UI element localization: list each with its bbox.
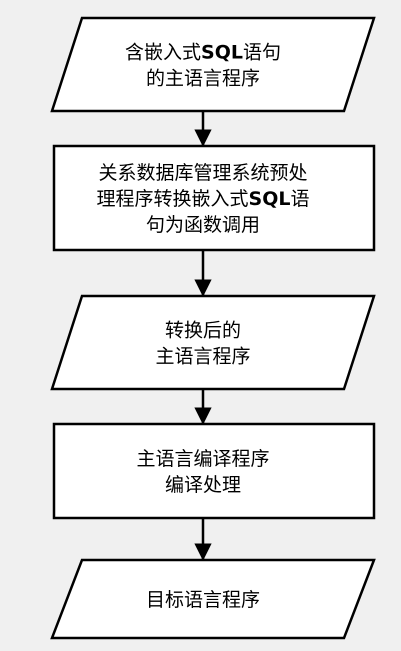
node-text-line: 关系数据库管理系统预处 xyxy=(98,162,307,184)
data-parallelogram xyxy=(50,16,376,113)
text-segment: 编译处理 xyxy=(165,474,241,496)
text-segment: 句为函数调用 xyxy=(146,214,260,236)
node-text-line: 目标语言程序 xyxy=(146,589,260,611)
node-text-line: 编译处理 xyxy=(165,474,241,496)
node-text-line: 主语言程序 xyxy=(155,346,250,368)
node-text-line: 主语言编译程序 xyxy=(136,448,269,470)
text-segment: 语 xyxy=(290,188,309,210)
text-segment: 目标语言程序 xyxy=(146,589,260,611)
node-text-line: 转换后的 xyxy=(165,320,241,342)
text-segment: 转换后的 xyxy=(165,320,241,342)
process-rectangle xyxy=(52,422,376,520)
text-segment: 主语言程序 xyxy=(155,346,250,368)
sql-keyword: SQL xyxy=(249,188,291,210)
node-text-line: 理程序转换嵌入式SQL语 xyxy=(97,188,310,210)
sql-keyword: SQL xyxy=(201,42,243,64)
node-layer: 含嵌入式SQL语句的主语言程序关系数据库管理系统预处理程序转换嵌入式SQL语句为… xyxy=(50,16,376,640)
node-text-line: 的主语言程序 xyxy=(146,68,260,90)
process-rectangle xyxy=(52,144,376,252)
text-segment: 关系数据库管理系统预处 xyxy=(98,162,307,184)
data-parallelogram xyxy=(50,558,376,640)
text-segment: 语句 xyxy=(243,42,281,64)
node-text-line: 含嵌入式SQL语句 xyxy=(125,42,281,64)
data-parallelogram xyxy=(50,294,376,391)
flow-node-target-program: 目标语言程序 xyxy=(50,558,376,640)
node-text-line: 句为函数调用 xyxy=(146,214,260,236)
text-segment: 的主语言程序 xyxy=(146,68,260,90)
text-segment: 含嵌入式 xyxy=(125,42,201,64)
text-segment: 理程序转换嵌入式 xyxy=(97,188,249,210)
text-segment: 主语言编译程序 xyxy=(136,448,269,470)
